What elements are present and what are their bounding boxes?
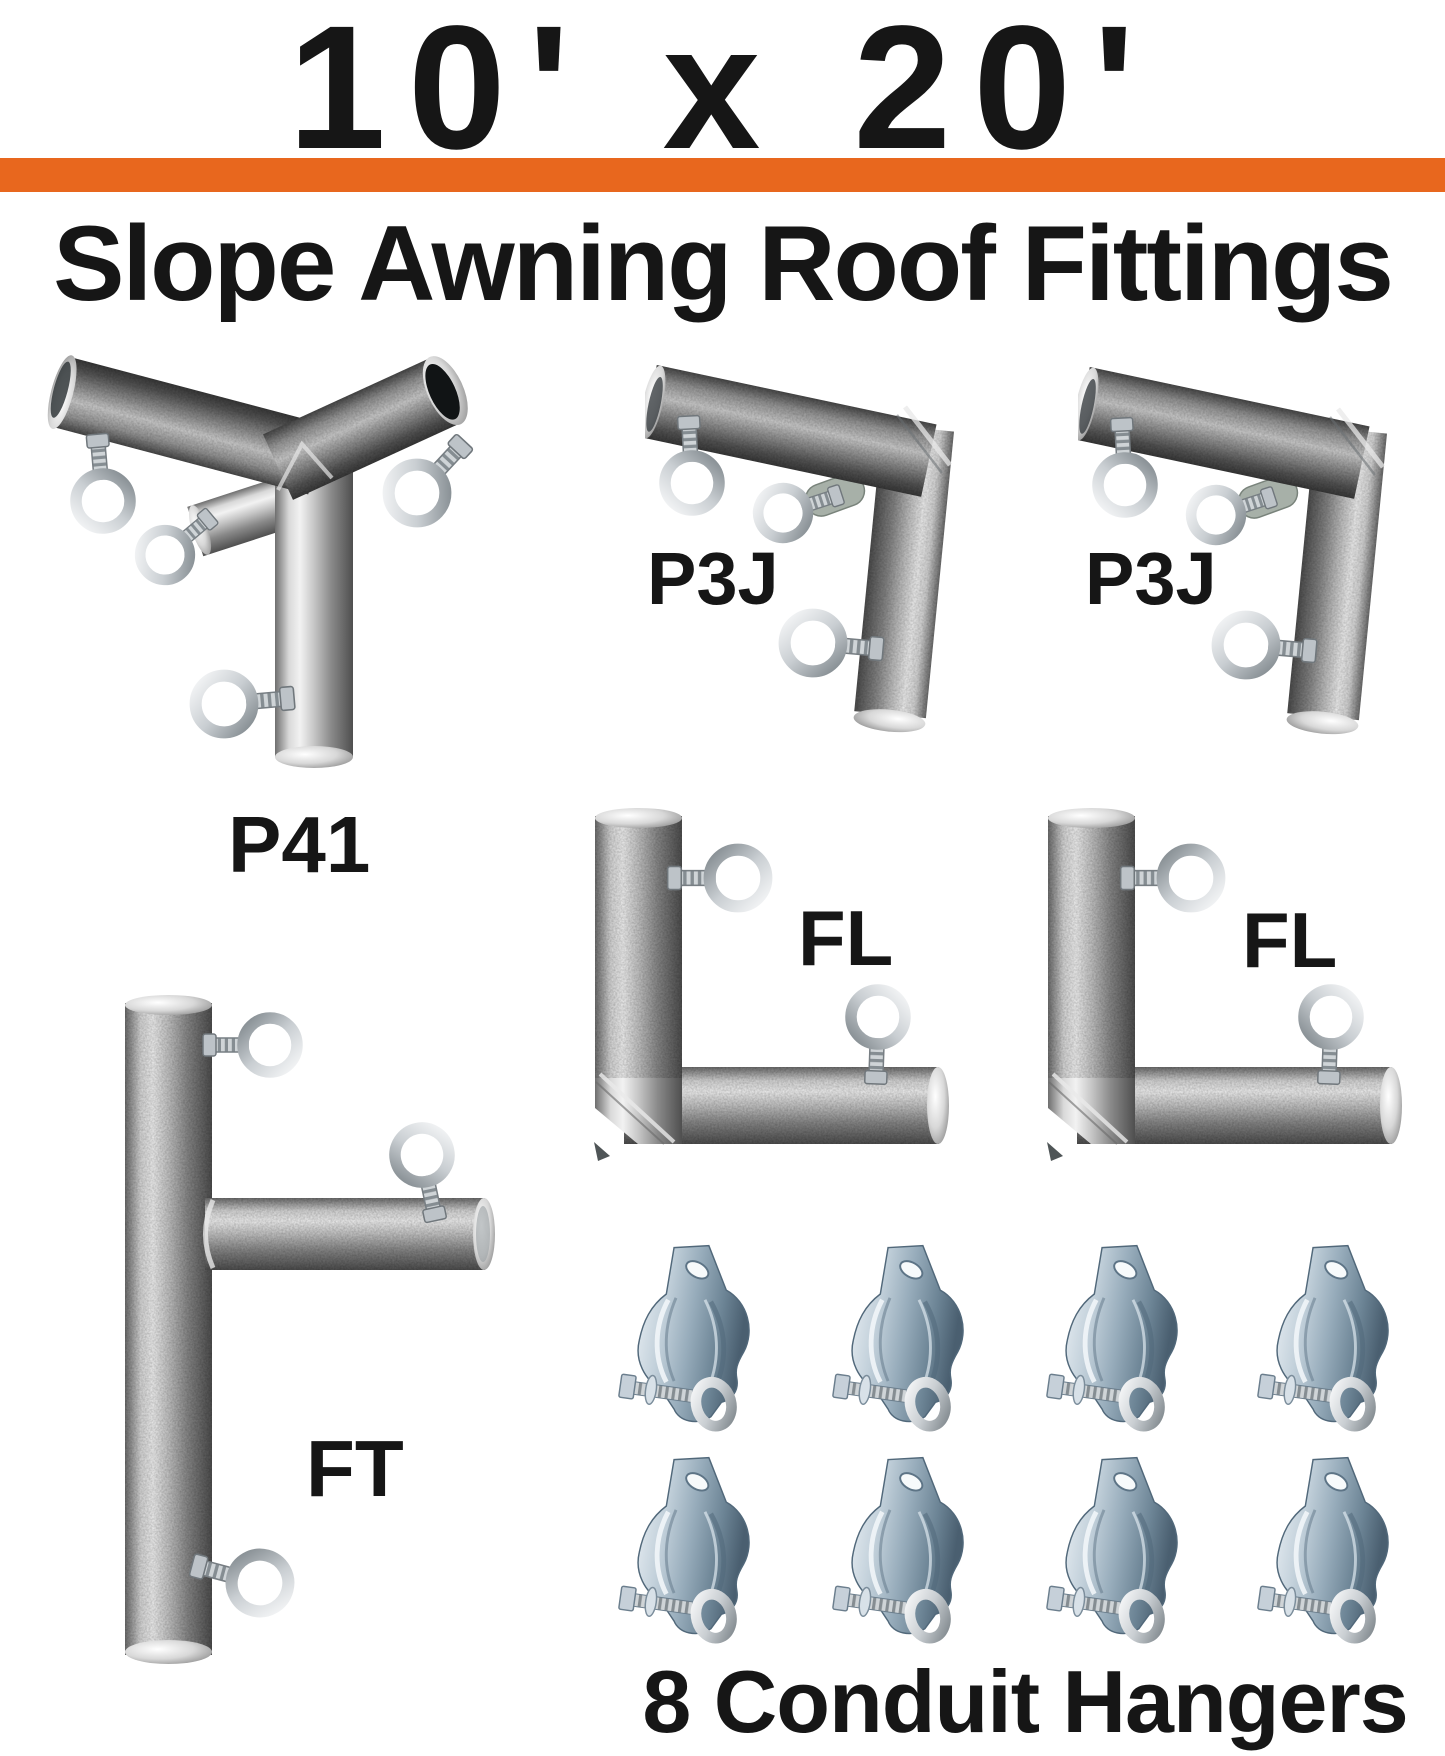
conduit-hanger-photo [1257,1458,1388,1643]
subtitle: Slope Awning Roof Fittings [53,203,1394,323]
fl-fitting-photo-right [1047,808,1412,1168]
p41-fitting-photo [40,340,480,780]
ft-label: FT [306,1424,404,1513]
p3j-label-right: P3J [1085,537,1217,620]
fl-label-right: FL [1242,896,1338,984]
fl-label-left: FL [798,894,894,982]
conduit-hanger-photo [1046,1458,1177,1643]
conduit-hangers-photo-grid [555,1235,1445,1645]
conduit-hanger-photo [1257,1246,1388,1431]
conduit-hanger-photo [832,1246,963,1431]
p41-label: P41 [228,800,371,889]
conduit-hanger-photo [1046,1246,1177,1431]
conduit-hanger-photo [832,1458,963,1643]
fl-fitting-photo-left [594,808,959,1168]
hangers-caption: 8 Conduit Hangers [642,1652,1408,1751]
p3j-label-left: P3J [647,537,779,620]
conduit-hanger-photo [618,1246,749,1431]
page-title: 10' x 20' [288,0,1157,186]
ft-fitting-photo [100,995,500,1675]
accent-divider [0,158,1445,192]
conduit-hanger-photo [618,1458,749,1643]
